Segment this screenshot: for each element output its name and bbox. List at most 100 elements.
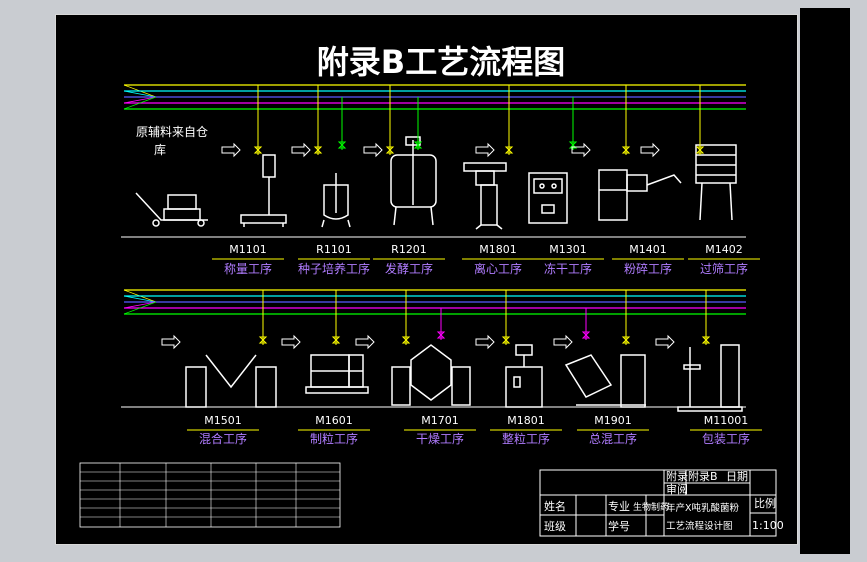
valve-icon bbox=[313, 146, 323, 154]
fermenter-icon bbox=[390, 136, 437, 226]
tb-design-title-1: 年产X吨乳酸菌粉 bbox=[666, 502, 740, 514]
flow-arrow bbox=[553, 334, 573, 350]
process-code: M1401 bbox=[629, 243, 667, 256]
granule-sizer-icon bbox=[505, 344, 543, 408]
dryer-icon bbox=[391, 344, 471, 406]
tb-major-value: 生物制药 bbox=[633, 501, 669, 513]
process-code: M1801 bbox=[479, 243, 517, 256]
valve-icon bbox=[581, 331, 591, 339]
valve-icon bbox=[337, 141, 347, 149]
tb-design-title-2: 工艺流程设计图 bbox=[666, 520, 733, 532]
process-flow-drawing: 附录B工艺流程图 原辅料来自仓 库 bbox=[79, 43, 784, 537]
process-code: R1101 bbox=[316, 243, 352, 256]
valve-icon bbox=[701, 336, 711, 344]
process-code: M1601 bbox=[315, 414, 353, 427]
centrifuge-icon bbox=[463, 162, 507, 230]
tb-major-label: 专业 bbox=[608, 499, 630, 513]
process-code: M1701 bbox=[421, 414, 459, 427]
process-code: R1201 bbox=[391, 243, 427, 256]
final-mixer-icon bbox=[564, 354, 646, 408]
pipe-branch bbox=[123, 96, 157, 110]
process-name: 离心工序 bbox=[474, 261, 522, 276]
process-name: 过筛工序 bbox=[700, 261, 748, 276]
flow-arrow bbox=[475, 334, 495, 350]
process-labels-row1: M1101 称量工序 R1101 种子培养工序 R1201 发酵工序 M1801 离心工序 M1… bbox=[212, 243, 760, 276]
seed-tank-icon bbox=[321, 173, 351, 228]
tb-date: 日期 bbox=[726, 470, 748, 483]
valve-icon bbox=[501, 336, 511, 344]
valve-icon bbox=[331, 336, 341, 344]
sieve-icon bbox=[695, 144, 737, 221]
valve-icon bbox=[413, 141, 423, 149]
process-code: M1801 bbox=[507, 414, 545, 427]
packaging-machine-icon bbox=[677, 344, 743, 412]
process-name: 干燥工序 bbox=[416, 431, 464, 446]
flow-arrow bbox=[355, 334, 375, 350]
process-name: 混合工序 bbox=[199, 431, 247, 446]
flow-arrow bbox=[281, 334, 301, 350]
valve-icon bbox=[401, 336, 411, 344]
pipe-branch bbox=[123, 301, 157, 309]
process-labels-row2: M1501 混合工序 M1601 制粒工序 M1701 干燥工序 M1801 整粒工序 M190… bbox=[187, 414, 762, 446]
tb-ratio-label: 比例 bbox=[754, 496, 776, 510]
granulator-icon bbox=[305, 354, 369, 394]
raw-material-label: 原辅料来自仓 bbox=[136, 125, 208, 139]
flow-arrow bbox=[363, 142, 383, 158]
grinder-icon bbox=[598, 169, 682, 221]
flow-arrows bbox=[161, 85, 711, 350]
process-name: 整粒工序 bbox=[502, 431, 550, 446]
process-code: M1901 bbox=[594, 414, 632, 427]
valve-icon bbox=[695, 146, 705, 154]
tb-class-label: 班级 bbox=[544, 520, 566, 533]
valve-icon bbox=[385, 146, 395, 154]
pipe-branch bbox=[123, 295, 157, 303]
title-block bbox=[539, 469, 777, 537]
pipe-branch bbox=[123, 96, 157, 104]
flow-arrow bbox=[291, 142, 311, 158]
v-mixer-icon bbox=[185, 354, 277, 408]
drawing-frame-right bbox=[800, 8, 850, 554]
process-code: M1301 bbox=[549, 243, 587, 256]
process-code: M1501 bbox=[204, 414, 242, 427]
flow-arrow bbox=[640, 142, 660, 158]
process-name: 冻干工序 bbox=[544, 261, 592, 276]
raw-material-label-2: 库 bbox=[154, 142, 166, 157]
pipe-header-row2 bbox=[123, 289, 746, 315]
tb-appendix-b: 附录B bbox=[688, 469, 718, 483]
process-name: 发酵工序 bbox=[385, 261, 433, 276]
flow-arrow bbox=[571, 142, 591, 158]
process-name: 粉碎工序 bbox=[624, 261, 672, 276]
process-name: 包装工序 bbox=[702, 431, 750, 446]
flow-arrow bbox=[475, 142, 495, 158]
flow-arrow bbox=[655, 334, 675, 350]
tb-appendix: 附录 bbox=[666, 469, 688, 483]
process-code: M1101 bbox=[229, 243, 267, 256]
flow-arrow bbox=[161, 334, 181, 350]
trolley-icon bbox=[135, 192, 208, 227]
flow-arrow bbox=[221, 142, 241, 158]
process-name: 种子培养工序 bbox=[298, 261, 370, 276]
pipe-branch bbox=[123, 301, 157, 315]
equipment-list-table bbox=[79, 462, 341, 528]
drawing-title: 附录B工艺流程图 bbox=[317, 43, 565, 81]
process-code: M11001 bbox=[704, 414, 748, 427]
valve-icon bbox=[621, 146, 631, 154]
tb-name-label: 姓名 bbox=[544, 499, 566, 513]
process-code: M1402 bbox=[705, 243, 743, 256]
valve-icon bbox=[568, 141, 578, 149]
weighing-scale-icon bbox=[240, 154, 287, 227]
valve-icon bbox=[258, 336, 268, 344]
valve-icon bbox=[504, 146, 514, 154]
process-name: 总混工序 bbox=[589, 431, 637, 446]
process-name: 制粒工序 bbox=[310, 431, 358, 446]
tb-review: 审阅 bbox=[666, 482, 688, 496]
process-name: 称量工序 bbox=[224, 261, 272, 276]
valve-icon bbox=[436, 331, 446, 339]
drawing-sheet: 附录B工艺流程图 原辅料来自仓 库 bbox=[55, 14, 798, 545]
tb-ratio-value: 1:100 bbox=[752, 519, 784, 532]
pipe-header-row1 bbox=[123, 84, 746, 110]
valve-icon bbox=[621, 336, 631, 344]
freeze-dryer-icon bbox=[528, 172, 568, 224]
tb-student-no-label: 学号 bbox=[608, 519, 630, 533]
valve-icon bbox=[253, 146, 263, 154]
